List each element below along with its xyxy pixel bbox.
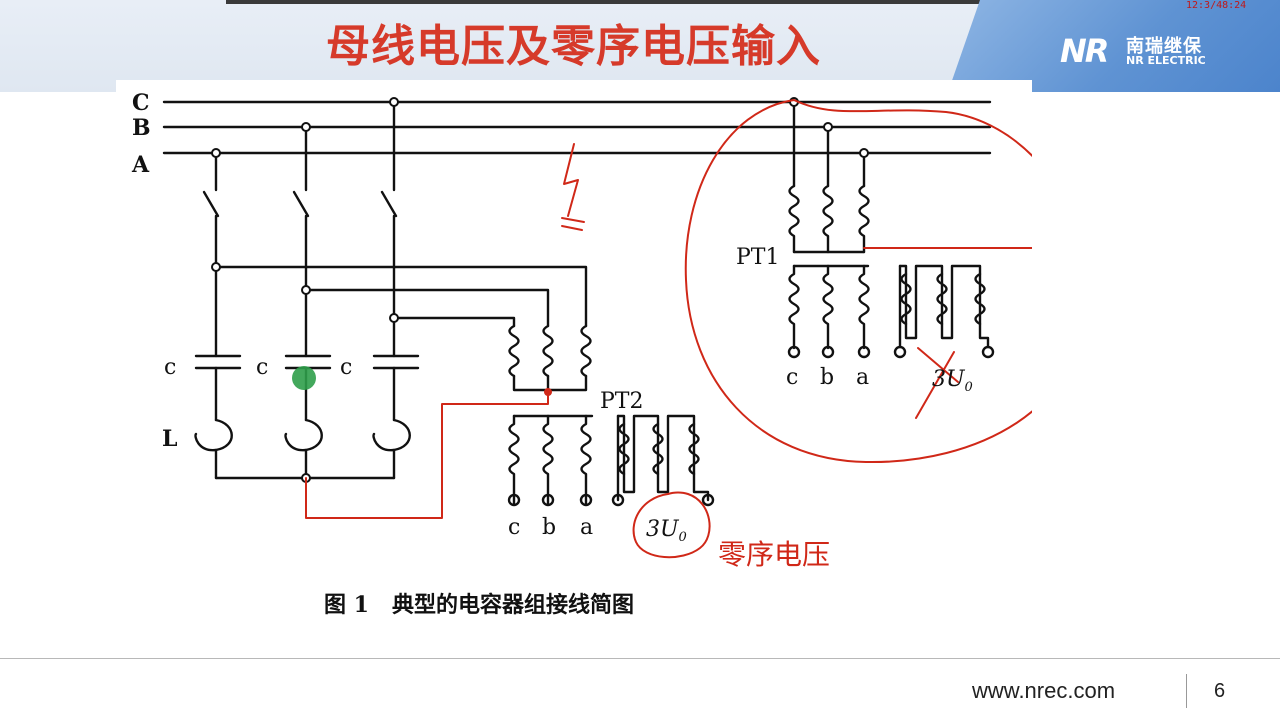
logo-chinese-name: 南瑞继保 xyxy=(1126,36,1202,57)
capacitor-label-2: c xyxy=(256,355,268,380)
pt1-secondary-label-a: a xyxy=(856,365,869,390)
pt2-neutral-point xyxy=(544,388,552,396)
top-strip xyxy=(226,0,980,4)
pt2-secondary-label-b: b xyxy=(542,515,556,540)
cursor-dot xyxy=(292,366,316,390)
footer-rule xyxy=(0,658,1280,659)
capacitor-label-3: c xyxy=(340,355,352,380)
zero-seq-circle-pt2 xyxy=(632,491,711,559)
phase-branch-a xyxy=(194,151,242,480)
pt2-secondary-label-a: a xyxy=(580,515,593,540)
pt2-primary-coils xyxy=(508,324,592,392)
pt1-secondary-label-c: c xyxy=(786,365,798,390)
lightning-mark xyxy=(563,143,579,217)
pt1-circle-annotation xyxy=(684,99,1032,464)
logo-english-name: NR ELECTRIC xyxy=(1126,54,1206,67)
pt1-cross-mark-a xyxy=(917,347,959,383)
figure-caption: 图 1 典型的电容器组接线简图 xyxy=(324,592,634,618)
tap-line-b xyxy=(304,288,550,328)
bus-label-c: C xyxy=(132,90,150,116)
footer-divider xyxy=(1186,674,1187,708)
wiring-diagram-svg: C B A c c c L PT2 c b a 3U0 PT1 c b a 3U… xyxy=(131,90,1032,618)
red-annotations xyxy=(305,99,1032,559)
neutral-ground-wire-pt1 xyxy=(863,247,1032,249)
slide-title: 母线电压及零序电压输入 xyxy=(326,21,821,72)
handwritten-zero-seq-note: 零序电压 xyxy=(718,538,830,571)
phase-branch-c xyxy=(372,100,420,480)
footer-url[interactable]: www.nrec.com xyxy=(972,678,1116,703)
pt1-zero-seq-symbol: 3U0 xyxy=(932,367,973,395)
pt1-cross-mark-b xyxy=(915,351,955,419)
reactor-label: L xyxy=(162,426,177,452)
phase-branch-b xyxy=(284,125,332,480)
bus-label-a: A xyxy=(131,152,150,178)
pt2-secondary xyxy=(507,414,594,507)
pt2-zero-seq-symbol: 3U0 xyxy=(646,517,687,545)
bus-label-b: B xyxy=(132,115,151,141)
pt2-neutral-wire xyxy=(305,391,549,519)
junction-dots xyxy=(211,97,869,483)
brand-panel xyxy=(948,0,1280,92)
pt1-secondary-label-b: b xyxy=(820,365,834,390)
capacitor-bank-wiring-figure: C B A c c c L PT2 c b a 3U0 PT1 c b a 3U… xyxy=(116,80,1032,640)
pt1-open-delta xyxy=(893,264,995,359)
pt2-label: PT2 xyxy=(600,389,643,414)
pt1-secondary xyxy=(787,264,871,359)
pt1-primary xyxy=(788,100,870,254)
pt2-open-delta xyxy=(611,414,715,507)
timecode: 12:3/48:24 xyxy=(1186,0,1247,11)
capacitor-label-1: c xyxy=(164,355,176,380)
page-number: 6 xyxy=(1214,680,1226,702)
pt2-secondary-label-c: c xyxy=(508,515,520,540)
logo-mark: NR xyxy=(1060,32,1109,70)
pt1-label: PT1 xyxy=(736,245,779,270)
tap-line-a xyxy=(214,265,588,328)
tap-line-c xyxy=(392,316,516,328)
